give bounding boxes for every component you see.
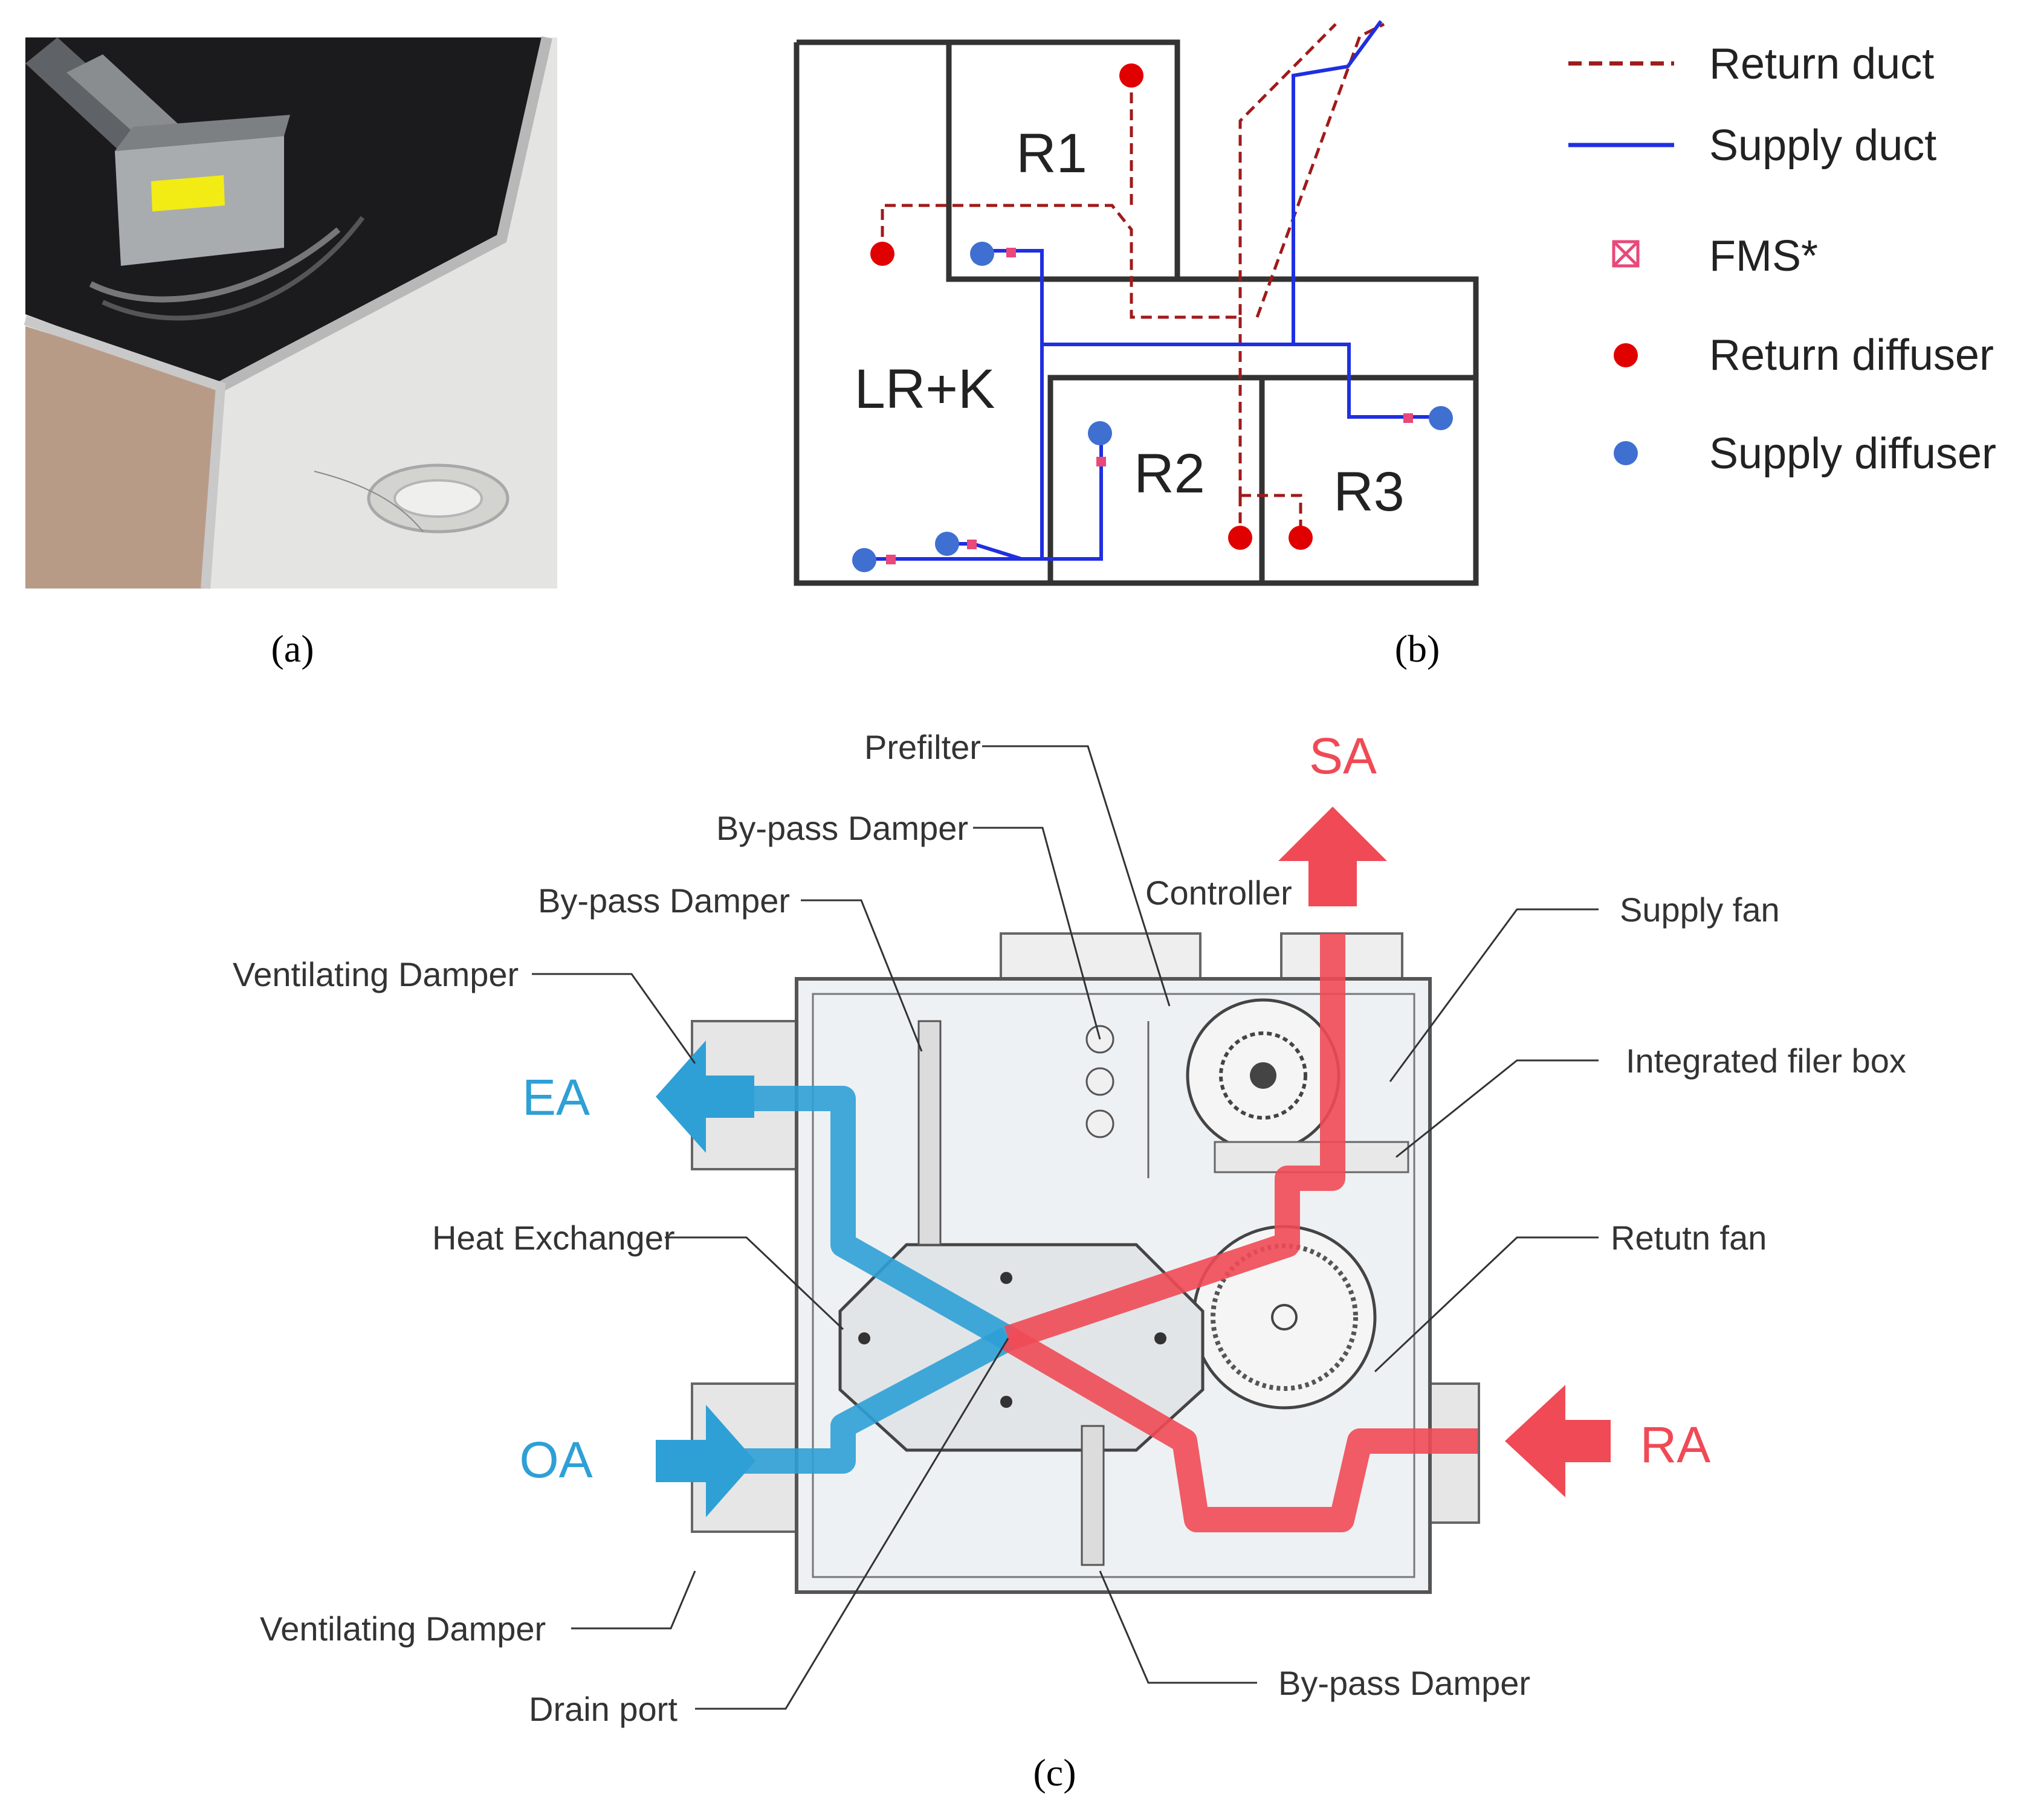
callout-return-fan: Retutn fan xyxy=(1611,1219,1767,1257)
plan-legend: Return duct Supply duct FMS* Return diff… xyxy=(1568,40,1996,478)
legend-label-return-diffuser: Return diffuser xyxy=(1709,331,1994,379)
erv-unit-drawing xyxy=(691,932,1480,1594)
bypass-damper-top xyxy=(1085,1025,1114,1138)
legend-symbol-supply-diffuser xyxy=(1614,441,1638,465)
flow-label-oa: OA xyxy=(519,1431,592,1488)
supply-fan xyxy=(1186,998,1341,1153)
callout-ventilating-damper-bottom: Ventilating Damper xyxy=(260,1610,546,1648)
flow-label-ra: RA xyxy=(1640,1416,1711,1473)
legend-label-return-duct: Return duct xyxy=(1709,40,1934,88)
flow-label-ea: EA xyxy=(522,1069,590,1126)
panel-label-c: (c) xyxy=(1033,1751,1076,1794)
plan-outer-walls xyxy=(794,39,1479,586)
airflow-blue xyxy=(695,1086,1015,1474)
callout-bypass-damper-left: By-pass Damper xyxy=(538,882,790,920)
ea-arrow xyxy=(656,1040,754,1153)
callout-ventilating-damper-top: Ventilating Damper xyxy=(233,955,519,993)
room-label-r1: R1 xyxy=(1016,123,1087,184)
callout-leaders xyxy=(532,745,1599,1710)
callout-heat-exchanger: Heat Exchanger xyxy=(432,1219,675,1257)
photo-ceiling-installation xyxy=(24,36,557,589)
floor-plan xyxy=(794,39,1479,586)
controller-box xyxy=(115,115,290,266)
callout-bypass-damper-top: By-pass Damper xyxy=(716,809,968,847)
oa-arrow xyxy=(656,1405,755,1517)
top-port-left xyxy=(1000,932,1201,983)
supply-diffusers xyxy=(852,242,1453,572)
callout-controller: Controller xyxy=(1145,874,1292,912)
room-label-r3: R3 xyxy=(1333,461,1405,523)
callout-supply-fan: Supply fan xyxy=(1620,891,1780,929)
callout-prefilter: Prefilter xyxy=(864,728,981,766)
return-diffusers xyxy=(870,63,1313,550)
legend-label-supply-diffuser: Supply diffuser xyxy=(1709,430,1996,478)
legend-symbol-fms xyxy=(1612,240,1640,268)
wall-r1 xyxy=(946,42,1177,282)
legend-label-fms: FMS* xyxy=(1709,232,1818,280)
room-label-lrk: LR+K xyxy=(855,358,995,420)
flow-label-sa: SA xyxy=(1309,727,1377,784)
bypass-damper-left xyxy=(917,1020,942,1246)
legend-symbol-return-diffuser xyxy=(1614,343,1638,367)
airflow-red xyxy=(1001,934,1478,1532)
panel-label-a: (a) xyxy=(271,627,314,670)
callout-integrated-filter-box: Integrated filer box xyxy=(1626,1042,1906,1080)
legend-label-supply-duct: Supply duct xyxy=(1709,121,1936,170)
room-label-r2: R2 xyxy=(1134,443,1205,505)
callout-drain-port: Drain port xyxy=(529,1690,678,1728)
panel-label-b: (b) xyxy=(1395,627,1440,670)
wall-r2-r3 xyxy=(1047,375,1476,583)
sa-arrow xyxy=(1278,807,1387,906)
fms-markers xyxy=(886,248,1413,564)
callout-bypass-damper-bottom: By-pass Damper xyxy=(1278,1664,1530,1702)
ra-arrow xyxy=(1505,1385,1611,1497)
bypass-damper-bottom xyxy=(1081,1425,1105,1566)
ceiling-diffuser xyxy=(367,463,509,534)
